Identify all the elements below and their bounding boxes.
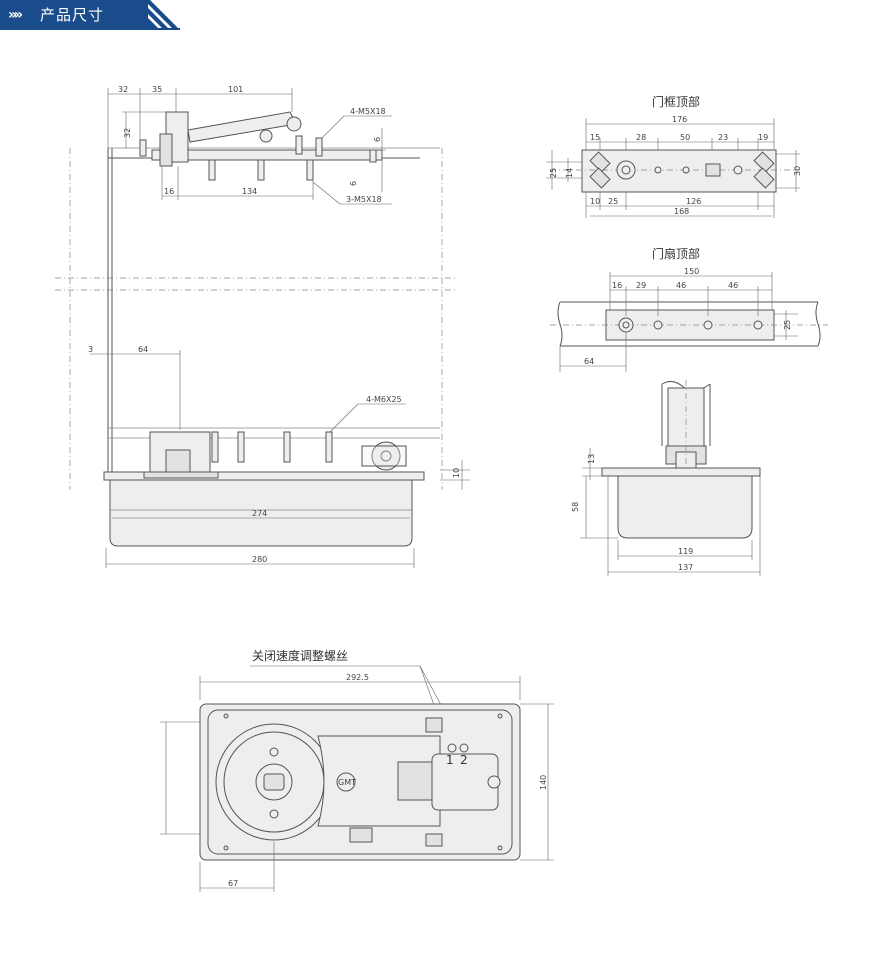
callout-bottom-screws: 3-M5X18 — [346, 195, 382, 204]
dim-label: 176 — [672, 115, 687, 124]
dim-label: 13 — [587, 454, 596, 464]
dim-label: 15 — [590, 133, 600, 142]
dim-label: 10 — [452, 468, 461, 478]
header-rule — [0, 28, 180, 30]
dim-label: 150 — [684, 267, 699, 276]
dim-label: 46 — [728, 281, 738, 290]
dim-label: 6 — [373, 137, 382, 142]
header-bar — [0, 0, 148, 30]
section-title: 产品尺寸 — [40, 6, 105, 24]
dim-label: 140 — [539, 775, 548, 790]
leaf-top-label: 门扇顶部 — [652, 246, 700, 261]
frame-top-view: 门框顶部 176 15 28 50 23 19 25 14 — [546, 94, 802, 218]
speed-adjust-label: 关闭速度调整螺丝 — [252, 648, 348, 663]
plan-view: 关闭速度调整螺丝 292.5 140 GMT 1 2 — [160, 648, 554, 892]
dim-label: 58 — [571, 502, 580, 512]
dim-label: 32 — [123, 128, 132, 138]
screw-2-label: 2 — [460, 753, 468, 767]
dim-label: 14 — [565, 168, 574, 178]
dim-label: 10 — [590, 197, 600, 206]
frame-top-label: 门框顶部 — [652, 94, 700, 109]
dim-label: 119 — [678, 547, 693, 556]
dim-label: 46 — [676, 281, 686, 290]
dim-label: 274 — [252, 509, 267, 518]
callout-base-screws: 4-M6X25 — [366, 395, 402, 404]
section-header: »» 产品尺寸 — [0, 0, 890, 30]
dim-label: 137 — [678, 563, 693, 572]
dim-label: 25 — [783, 320, 792, 330]
dim-label: 25 — [549, 168, 558, 178]
dim-label: 28 — [636, 133, 646, 142]
callout-top-screws: 4-M5X18 — [350, 107, 386, 116]
gmt-logo: GMT — [338, 778, 356, 787]
dim-label: 16 — [612, 281, 622, 290]
dim-label: 35 — [152, 85, 162, 94]
dim-label: 19 — [758, 133, 768, 142]
leaf-top-view: 门扇顶部 150 16 29 46 46 25 64 — [550, 246, 828, 372]
dim-label: 32 — [118, 85, 128, 94]
dim-label: 134 — [242, 187, 257, 196]
dim-label: 6 — [349, 181, 358, 186]
dim-label: 126 — [686, 197, 701, 206]
dim-label: 25 — [608, 197, 618, 206]
dim-label: 3 — [88, 345, 93, 354]
side-view: 32 35 101 32 4-M5X18 6 6 16 134 3-M5X18 … — [55, 85, 470, 568]
dim-label: 64 — [138, 345, 148, 354]
dim-label: 168 — [674, 207, 689, 216]
dim-label: 50 — [680, 133, 690, 142]
dim-label: 23 — [718, 133, 728, 142]
dim-label: 30 — [793, 166, 802, 176]
dim-label: 101 — [228, 85, 243, 94]
screw-1-label: 1 — [446, 753, 454, 767]
dim-label: 16 — [164, 187, 174, 196]
dim-label: 280 — [252, 555, 267, 564]
dim-label: 64 — [584, 357, 594, 366]
chevron-right-icon: »» — [8, 7, 23, 23]
dim-label: 29 — [636, 281, 646, 290]
dim-label: 67 — [228, 879, 238, 888]
header-stripes — [120, 0, 180, 30]
end-view: 13 58 119 137 — [571, 380, 761, 576]
dim-label: 292.5 — [346, 673, 369, 682]
